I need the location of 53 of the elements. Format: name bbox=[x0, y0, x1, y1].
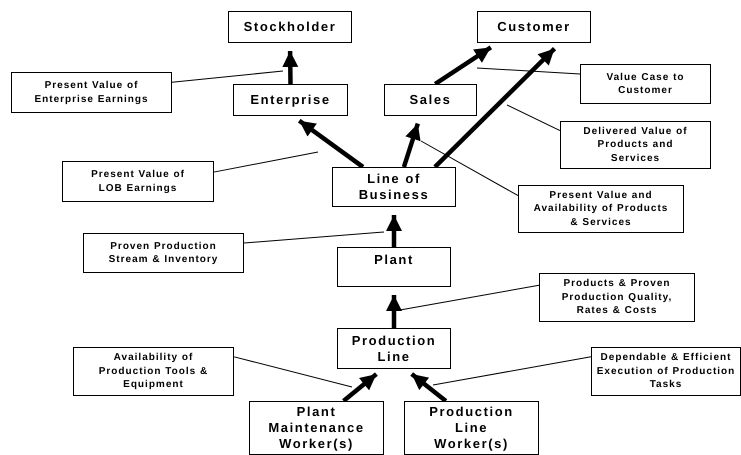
callout-box bbox=[73, 347, 234, 396]
arrow bbox=[386, 215, 402, 247]
entity-box bbox=[404, 401, 539, 455]
arrow bbox=[342, 372, 378, 403]
callout-box bbox=[83, 233, 244, 273]
arrow bbox=[402, 122, 421, 168]
entity-box bbox=[233, 84, 348, 116]
entity-label: Plant bbox=[374, 252, 414, 268]
entity-label: Enterprise bbox=[250, 92, 331, 108]
entity-label: Production Line bbox=[350, 332, 438, 364]
entity-box bbox=[332, 167, 456, 207]
leader-line bbox=[432, 356, 592, 386]
callout-text: Value Case to Customer bbox=[605, 70, 686, 98]
entity-label: Plant Maintenance Worker(s) bbox=[267, 404, 366, 452]
entity-box bbox=[477, 11, 591, 43]
entity-box bbox=[249, 401, 384, 455]
arrow bbox=[433, 47, 556, 169]
leader-line bbox=[244, 232, 384, 244]
callout-text: Availability of Production Tools & Equipment bbox=[98, 351, 210, 392]
callout-text: Proven Production Stream & Inventory bbox=[108, 240, 220, 266]
callout-text: Delivered Value of Products and Services bbox=[582, 124, 689, 166]
callout-text: Present Value of Enterprise Earnings bbox=[33, 79, 150, 106]
arrow bbox=[434, 46, 492, 86]
callout-box bbox=[560, 121, 711, 169]
callout-box bbox=[62, 161, 214, 202]
entity-box bbox=[337, 247, 451, 287]
entity-label: Production Line Worker(s) bbox=[428, 404, 515, 452]
callout-box bbox=[518, 185, 684, 233]
leader-line bbox=[214, 152, 318, 173]
entity-box bbox=[337, 328, 451, 369]
leader-line bbox=[476, 68, 580, 74]
entity-label: Stockholder bbox=[244, 19, 336, 35]
arrow bbox=[410, 372, 448, 403]
callout-box bbox=[539, 273, 695, 322]
entity-box bbox=[384, 84, 477, 116]
entity-label: Line of Business bbox=[358, 171, 430, 203]
entity-label: Sales bbox=[410, 92, 452, 108]
leader-line bbox=[234, 356, 352, 388]
leader-line bbox=[400, 284, 540, 310]
callout-box bbox=[580, 64, 711, 104]
leader-line bbox=[506, 104, 560, 132]
arrow bbox=[282, 50, 298, 84]
callout-text: Dependable & Efficient Execution of Production Tasks bbox=[596, 351, 736, 392]
arrow bbox=[298, 118, 364, 169]
arrow bbox=[386, 295, 402, 328]
leader-line bbox=[420, 140, 518, 196]
callout-text: Present Value and Availability of Products & Services bbox=[533, 188, 669, 230]
leader-line bbox=[172, 70, 284, 83]
entity-label: Customer bbox=[497, 19, 571, 35]
callout-box bbox=[11, 72, 172, 113]
entity-box bbox=[228, 11, 352, 43]
callout-text: Products & Proven Production Quality, Rates & Costs bbox=[560, 277, 674, 318]
callout-text: Present Value of LOB Earnings bbox=[91, 168, 185, 195]
